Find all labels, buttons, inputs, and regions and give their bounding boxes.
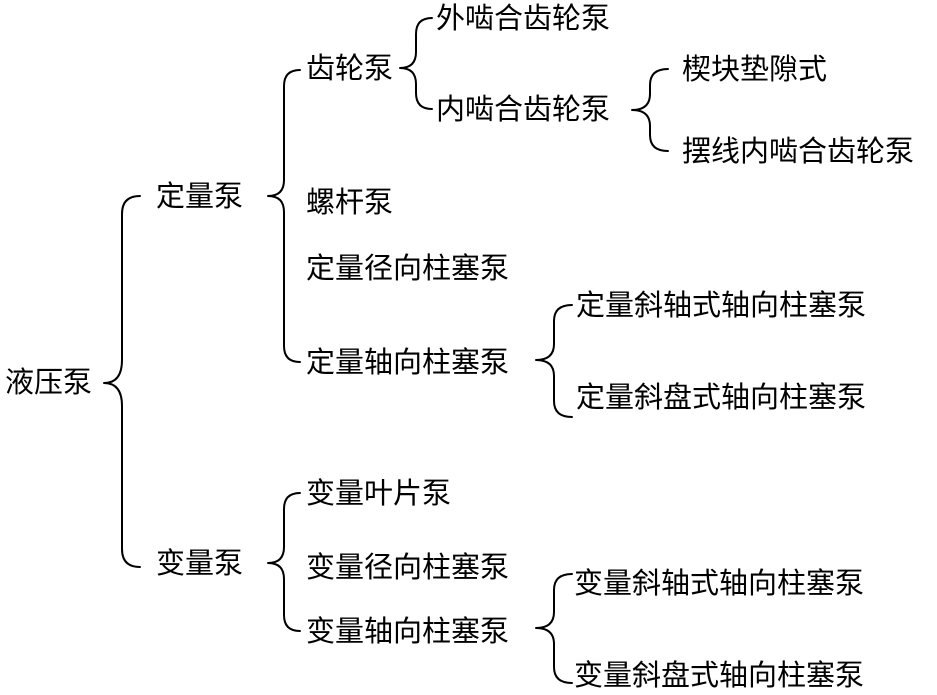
node-variable-radial-piston-pump: 变量径向柱塞泵	[306, 550, 510, 584]
node-hydraulic-pump: 液压泵	[5, 365, 93, 399]
node-crescent-type: 楔块垫隙式	[682, 52, 828, 86]
node-gear-pump: 齿轮泵	[306, 51, 394, 85]
node-fixed-axial-piston-pump: 定量轴向柱塞泵	[306, 345, 510, 379]
node-external-gear-pump: 外啮合齿轮泵	[436, 1, 611, 35]
node-variable-pump: 变量泵	[156, 546, 244, 580]
node-fixed-radial-piston-pump: 定量径向柱塞泵	[306, 251, 510, 285]
node-variable-vane-pump: 变量叶片泵	[306, 476, 452, 510]
node-internal-gear-pump: 内啮合齿轮泵	[436, 92, 611, 126]
brace-gear	[399, 17, 433, 110]
node-fixed-pump: 定量泵	[156, 179, 244, 213]
brace-fixed-axial	[535, 304, 573, 418]
node-gerotor-pump: 摆线内啮合齿轮泵	[682, 134, 915, 168]
node-variable-axial-piston-pump: 变量轴向柱塞泵	[306, 614, 510, 648]
brace-fixed	[267, 69, 301, 363]
brace-root	[103, 195, 141, 568]
node-variable-swash-plate-pump: 变量斜盘式轴向柱塞泵	[574, 658, 865, 692]
brace-variable	[267, 492, 301, 632]
brace-internal-gear	[631, 68, 669, 152]
node-variable-bent-axis-pump: 变量斜轴式轴向柱塞泵	[574, 566, 865, 600]
node-fixed-bent-axis-pump: 定量斜轴式轴向柱塞泵	[576, 288, 867, 322]
node-fixed-swash-plate-pump: 定量斜盘式轴向柱塞泵	[576, 380, 867, 414]
node-screw-pump: 螺杆泵	[306, 185, 394, 219]
brace-variable-axial	[535, 573, 573, 684]
